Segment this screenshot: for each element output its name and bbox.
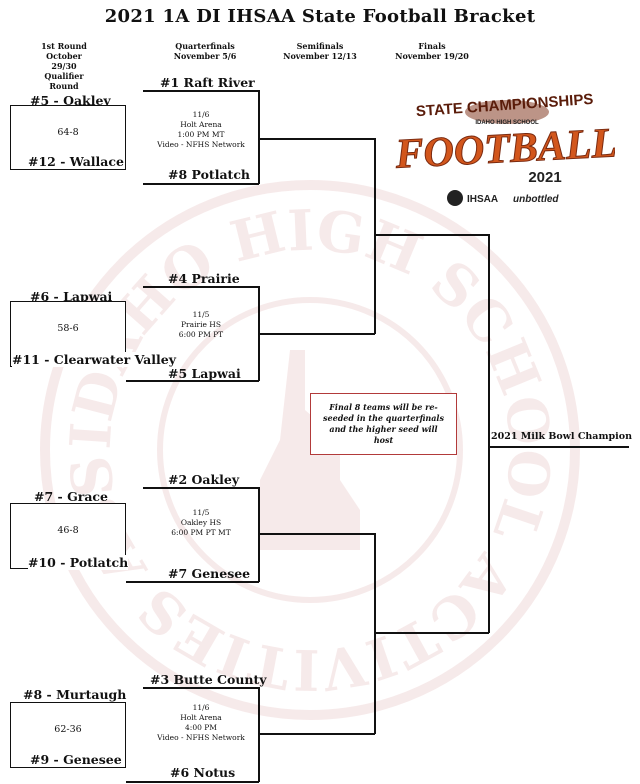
logo-sponsor: unbottled bbox=[513, 194, 559, 205]
first-round-2-top-team: #6 - Lapwai bbox=[30, 289, 113, 304]
champion-label: 2021 Milk Bowl Champion bbox=[491, 431, 633, 442]
first-round-4-score: 62-36 bbox=[54, 724, 82, 735]
header-line: November 19/20 bbox=[395, 51, 469, 61]
qf-3-info: 11/5 Oakley HS 6:00 PM PT MT bbox=[143, 508, 259, 538]
qf-1-top-team: #1 Raft River bbox=[160, 75, 255, 90]
qf-4-top-line bbox=[143, 687, 259, 689]
qf-info-line: 6:00 PM PT MT bbox=[171, 528, 231, 537]
qf-3-top-team: #2 Oakley bbox=[168, 472, 240, 487]
page-title: 2021 1A DI IHSAA State Football Bracket bbox=[104, 6, 536, 27]
qf-info-line: Holt Arena bbox=[180, 120, 222, 129]
first-round-4-bottom-team: #9 - Genesee bbox=[30, 752, 122, 767]
qf-info-line: 11/6 bbox=[192, 703, 210, 712]
ihsaa-seal-watermark: IDAHO HIGH SCHOOL ACTIVITIES ASSOCIATION bbox=[40, 180, 580, 720]
header-line: November 5/6 bbox=[173, 51, 237, 61]
logo-ihsaa: IHSAA bbox=[467, 194, 498, 205]
qf-2-bottom-line bbox=[126, 380, 259, 382]
logo-football: FOOTBALL bbox=[395, 120, 615, 178]
first-round-1-score: 64-8 bbox=[57, 127, 79, 138]
first-round-3-top-team: #7 - Grace bbox=[34, 489, 108, 504]
first-round-3-score: 46-8 bbox=[57, 525, 79, 536]
sf-2-top-line bbox=[259, 533, 375, 535]
header-finals: Finals November 19/20 bbox=[392, 41, 472, 61]
first-round-2-bottom-team: #11 - Clearwater Valley bbox=[12, 352, 176, 367]
first-round-3-bottom-team: #10 - Potlatch bbox=[28, 555, 129, 570]
qf-3-bottom-line bbox=[126, 581, 259, 583]
qf-2-top-line bbox=[143, 286, 259, 288]
qf-2-info: 11/5 Prairie HS 6:00 PM PT bbox=[143, 310, 259, 340]
sf-1-top-line bbox=[259, 138, 375, 140]
final-bottom-line bbox=[375, 632, 489, 634]
qf-1-bottom-team: #8 Potlatch bbox=[168, 167, 251, 182]
qf-3-right-line bbox=[258, 487, 260, 582]
qf-1-info: 11/6 Holt Arena 1:00 PM MT Video - NFHS … bbox=[143, 110, 259, 150]
header-line: October 29/30 bbox=[46, 51, 82, 71]
first-round-1-bottom-team: #12 - Wallace bbox=[28, 154, 124, 169]
qf-4-right-line bbox=[258, 687, 260, 782]
qf-info-line: Video - NFHS Network bbox=[157, 733, 245, 742]
qf-info-line: 11/5 bbox=[192, 310, 210, 319]
qf-2-right-line bbox=[258, 286, 260, 381]
final-right-line bbox=[488, 234, 490, 633]
qf-info-line: Video - NFHS Network bbox=[157, 140, 245, 149]
qf-info-line: 6:00 PM PT bbox=[178, 330, 224, 339]
header-line: 1st Round bbox=[41, 41, 87, 51]
final-top-line bbox=[375, 234, 489, 236]
logo-idaho-high-school: IDAHO HIGH SCHOOL bbox=[475, 120, 539, 126]
state-championships-football-logo: STATE CHAMPIONSHIPS IDAHO HIGH SCHOOL FO… bbox=[395, 91, 615, 206]
first-round-2-score: 58-6 bbox=[57, 323, 79, 334]
sf-2-right-line bbox=[374, 533, 376, 734]
qf-4-info: 11/6 Holt Arena 4:00 PM Video - NFHS Net… bbox=[143, 703, 259, 743]
sf-1-right-line bbox=[374, 138, 376, 334]
first-round-4-top-team: #8 - Murtaugh bbox=[23, 687, 127, 702]
qf-4-bottom-team: #6 Notus bbox=[170, 765, 236, 780]
qf-3-bottom-team: #7 Genesee bbox=[168, 566, 251, 581]
qf-info-line: Holt Arena bbox=[180, 713, 222, 722]
qf-info-line: Oakley HS bbox=[180, 518, 222, 527]
header-line: Finals bbox=[418, 41, 446, 51]
sf-2-bottom-line bbox=[259, 733, 375, 735]
qf-1-right-line bbox=[258, 90, 260, 184]
qf-info-line: 11/6 bbox=[192, 110, 210, 119]
reseed-note: Final 8 teams will be re-seeded in the q… bbox=[310, 393, 457, 455]
qf-2-bottom-team: #5 Lapwai bbox=[168, 366, 241, 381]
header-semifinals: Semifinals November 12/13 bbox=[280, 41, 360, 61]
first-round-1-top-team: #5 - Oakley bbox=[30, 93, 111, 108]
champion-line bbox=[489, 446, 629, 448]
header-line: November 12/13 bbox=[283, 51, 357, 61]
qf-info-line: 1:00 PM MT bbox=[177, 130, 225, 139]
qf-info-line: 4:00 PM bbox=[185, 723, 217, 732]
qf-info-line: 11/5 bbox=[192, 508, 210, 517]
qf-1-bottom-line bbox=[143, 183, 259, 185]
qf-1-top-line bbox=[143, 90, 259, 92]
header-first-round: 1st Round October 29/30 Qualifier Round bbox=[34, 41, 94, 91]
header-quarterfinals: Quarterfinals November 5/6 bbox=[170, 41, 240, 61]
sf-1-bottom-line bbox=[259, 333, 375, 335]
qf-4-top-team: #3 Butte County bbox=[150, 672, 267, 687]
header-line: Qualifier Round bbox=[44, 71, 84, 91]
qf-3-top-line bbox=[143, 487, 259, 489]
logo-year: 2021 bbox=[528, 169, 561, 186]
qf-info-line: Prairie HS bbox=[181, 320, 221, 329]
qf-2-top-team: #4 Prairie bbox=[168, 271, 240, 286]
qf-4-bottom-line bbox=[126, 781, 259, 783]
header-line: Quarterfinals bbox=[175, 41, 235, 51]
header-line: Semifinals bbox=[296, 41, 344, 51]
